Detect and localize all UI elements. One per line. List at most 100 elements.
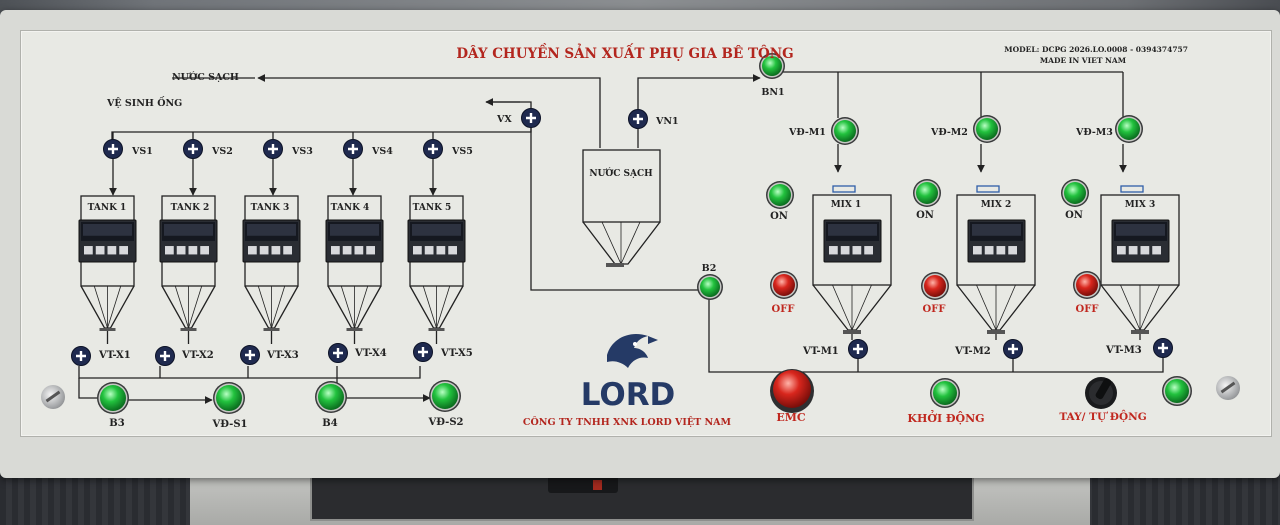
mixer-inlet	[1120, 185, 1144, 193]
mixer-outlet	[1131, 330, 1149, 334]
valve-vdm3-label: VĐ-M3	[1075, 127, 1113, 138]
hopper-hatch	[93, 285, 108, 329]
tank-4	[327, 195, 382, 331]
valve-vtm1[interactable]	[848, 339, 868, 359]
valve-vtm2[interactable]	[1003, 339, 1023, 359]
meter-key	[107, 246, 117, 255]
meter-digits	[1116, 224, 1165, 236]
lamp-lens	[1118, 118, 1140, 140]
meter-key	[1128, 246, 1138, 255]
plus-icon	[428, 144, 438, 154]
mixer-2-off-button[interactable]	[921, 272, 949, 300]
mixer-3-on-button[interactable]	[1061, 179, 1089, 207]
valve-vn1[interactable]	[628, 109, 648, 129]
mixer-1-on-label: ON	[770, 211, 788, 222]
water-tank-label: NƯỚC SẠCH	[589, 167, 653, 179]
pump-bn1-lamp[interactable]	[759, 53, 785, 79]
water-tank	[582, 149, 661, 267]
pipe-lines	[78, 71, 1164, 404]
plus-icon	[348, 144, 358, 154]
company-name: CÔNG TY TNHH XNK LORD VIỆT NAM	[523, 416, 732, 428]
meter-key	[852, 246, 862, 255]
mixer-1-on-button[interactable]	[766, 181, 794, 209]
plus-icon	[853, 344, 863, 354]
valve-vtx4[interactable]	[328, 343, 348, 363]
meter-key	[84, 246, 93, 255]
valve-vdm1-label: VĐ-M1	[788, 127, 826, 138]
hopper-outlet	[99, 328, 116, 331]
meter-key	[200, 246, 209, 255]
meter-key	[342, 246, 352, 255]
mixer-3-off-label: OFF	[1076, 304, 1099, 315]
pump-b4-button[interactable]	[315, 381, 347, 413]
plus-icon	[160, 351, 170, 361]
tank-3	[244, 195, 299, 331]
valve-vtm1-label: VT-M1	[802, 346, 839, 357]
eagle-logo-icon	[607, 334, 658, 368]
valve-vds1-lamp[interactable]	[213, 382, 245, 414]
valve-vtx3[interactable]	[240, 345, 260, 365]
emergency-stop-button[interactable]	[770, 369, 814, 413]
start-button[interactable]	[930, 378, 960, 408]
mixer-3-off-button[interactable]	[1073, 271, 1101, 299]
pump-b3-button[interactable]	[97, 382, 129, 414]
valve-vx[interactable]	[521, 108, 541, 128]
mixer-1-off-label: OFF	[772, 304, 795, 315]
meter-key	[424, 246, 434, 255]
mode-label: TAY/ TỰ ĐỘNG	[1059, 408, 1146, 423]
meter-key	[176, 246, 186, 255]
hopper-hatch	[422, 285, 437, 329]
valve-vdm2-lamp[interactable]	[973, 115, 1001, 143]
hopper-hatch	[271, 285, 286, 329]
meter-digits	[247, 224, 296, 236]
mode-selector-switch[interactable]	[1085, 377, 1117, 409]
meter-key	[996, 246, 1006, 255]
lamp-lens	[924, 275, 946, 297]
tank-1-label: TANK 1	[88, 203, 127, 213]
valve-vdm2-label: VĐ-M2	[930, 127, 968, 138]
pipe-segment	[257, 74, 601, 148]
water-tank-outlet	[606, 263, 624, 267]
tank-2-label: TANK 2	[171, 203, 210, 213]
plus-icon	[333, 348, 343, 358]
valves	[71, 108, 1173, 366]
valve-vtm3[interactable]	[1153, 338, 1173, 358]
valve-vs3[interactable]	[263, 139, 283, 159]
mixer-2-off-label: OFF	[923, 304, 946, 315]
valve-vn1-label: VN1	[655, 116, 679, 127]
lamp-lens	[773, 274, 795, 296]
lamp-lens	[762, 56, 782, 76]
meter-key	[271, 246, 281, 255]
tank-1	[80, 195, 135, 331]
valve-vtx1[interactable]	[71, 346, 91, 366]
valve-vs5[interactable]	[423, 139, 443, 159]
valve-vdm3-lamp[interactable]	[1115, 115, 1143, 143]
valve-vs1[interactable]	[103, 139, 123, 159]
valve-vtx5[interactable]	[413, 342, 433, 362]
meter-digits	[828, 224, 877, 236]
valve-vtx2[interactable]	[155, 346, 175, 366]
valve-vs5-label: VS5	[451, 146, 473, 157]
valve-vs3-label: VS3	[291, 146, 313, 157]
mixer-1-off-button[interactable]	[770, 271, 798, 299]
meter-digits	[83, 224, 132, 236]
meter-digits	[164, 224, 213, 236]
valve-vs2[interactable]	[183, 139, 203, 159]
hopper-hatch	[354, 285, 369, 329]
tank-1-meter	[78, 219, 137, 263]
plus-icon	[268, 144, 278, 154]
valve-vs4[interactable]	[343, 139, 363, 159]
mixer-3-meter	[1111, 219, 1170, 263]
mixer-2-on-button[interactable]	[913, 179, 941, 207]
hopper-outlet	[428, 328, 445, 331]
pipe-segment	[637, 74, 761, 112]
pump-b2-lamp[interactable]	[697, 274, 723, 300]
valve-vs2-label: VS2	[211, 146, 233, 157]
mode-indicator-lamp[interactable]	[1162, 376, 1192, 406]
valve-vds2-label: VĐ-S2	[427, 417, 463, 428]
valve-vds2-lamp[interactable]	[429, 380, 461, 412]
pump-bn1-label: BN1	[761, 87, 784, 98]
tank-2-meter	[159, 219, 218, 263]
valve-vdm1-lamp[interactable]	[831, 117, 859, 145]
mixer-1-label: MIX 1	[831, 200, 862, 210]
